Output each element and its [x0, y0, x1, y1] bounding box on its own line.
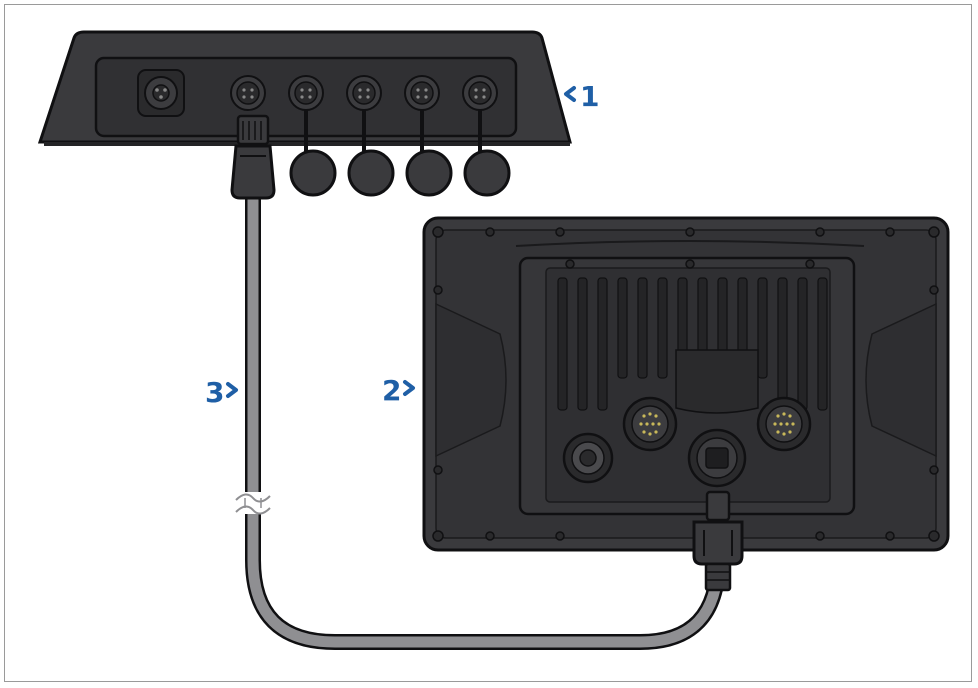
break-marks-icon: [235, 492, 271, 515]
callout-3-label: 3: [205, 376, 224, 409]
heat-sink-fins: [557, 277, 828, 411]
network-connector: [687, 428, 747, 488]
network-cable: [245, 192, 726, 650]
dust-caps: [289, 110, 511, 197]
callout-1-label: 1: [580, 80, 599, 113]
network-ports: [230, 75, 498, 111]
cable-connector-top: [230, 114, 276, 200]
power-connector: [137, 69, 185, 117]
antenna-connector: [562, 432, 614, 484]
multi-pin-connector-right: [756, 396, 812, 452]
callout-2: 2: [382, 374, 415, 407]
multi-pin-connector-left: [622, 396, 678, 452]
cable-connector-bottom: [692, 490, 744, 592]
chevron-icon: [403, 380, 415, 396]
callout-2-label: 2: [382, 374, 401, 407]
network-hub-device: [37, 30, 572, 200]
callout-1: 1: [564, 80, 599, 113]
diagram-frame: [4, 4, 972, 682]
rear-connectors: [562, 396, 812, 488]
chevron-icon: [226, 382, 238, 398]
chevron-icon: [564, 86, 576, 102]
display-unit-rear: [422, 216, 950, 592]
callout-3: 3: [205, 376, 238, 409]
